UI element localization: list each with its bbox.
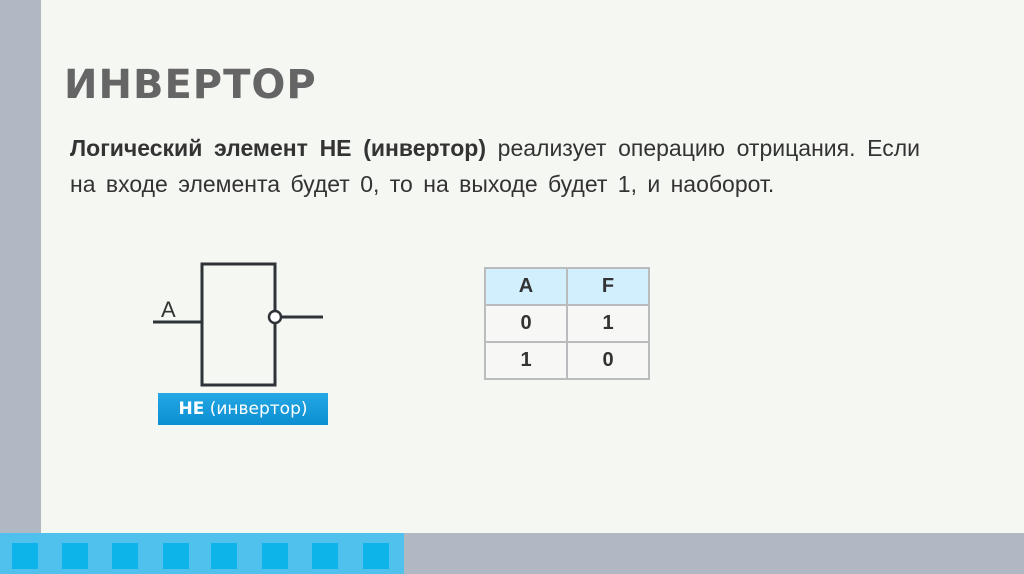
decor-square xyxy=(211,543,237,569)
header-a: A xyxy=(484,267,568,306)
cell: 1 xyxy=(566,304,650,343)
table-row: 0 1 xyxy=(484,304,650,343)
paragraph-text: реализует операцию отрицания. Если на вх… xyxy=(70,135,920,197)
cell: 0 xyxy=(566,341,650,380)
left-decor-bar xyxy=(0,0,41,533)
decor-square xyxy=(363,543,389,569)
bottom-gray-bar xyxy=(404,533,1024,574)
header-f: F xyxy=(566,267,650,306)
input-label: A xyxy=(161,297,176,322)
decor-square xyxy=(262,543,288,569)
decor-square xyxy=(163,543,189,569)
decor-square xyxy=(112,543,138,569)
truth-table: A F 0 1 1 0 xyxy=(484,267,650,380)
table-header-row: A F xyxy=(484,267,650,306)
slide-title: ИНВЕРТОР xyxy=(64,62,317,108)
cell: 0 xyxy=(484,304,568,343)
paragraph-bold: Логический элемент НЕ (инвертор) xyxy=(70,135,486,161)
slide-paragraph: Логический элемент НЕ (инвертор) реализу… xyxy=(70,130,920,202)
not-gate-diagram: A xyxy=(153,262,323,387)
decor-square xyxy=(312,543,338,569)
table-row: 1 0 xyxy=(484,341,650,380)
bottom-blue-bar xyxy=(0,533,404,574)
gate-label-rest: (инвертор) xyxy=(204,399,308,419)
decor-square xyxy=(62,543,88,569)
gate-label-bold: НЕ xyxy=(178,399,205,419)
cell: 1 xyxy=(484,341,568,380)
decor-square xyxy=(12,543,38,569)
gate-label: НЕ (инвертор) xyxy=(158,393,328,425)
